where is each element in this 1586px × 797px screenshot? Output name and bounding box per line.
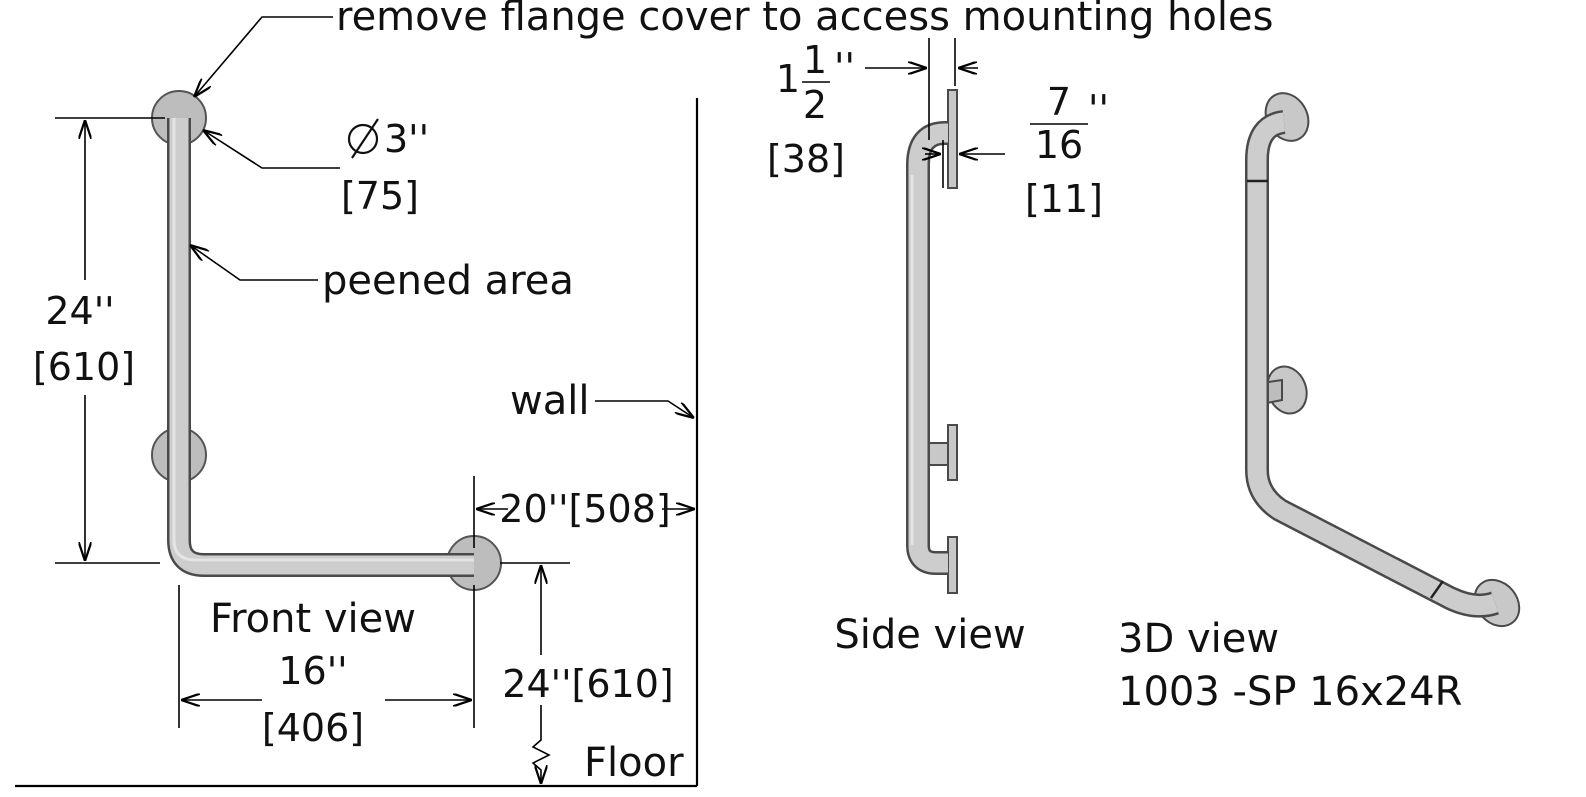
3d-view-title: 3D view xyxy=(1118,616,1279,662)
tube-mm: [38] xyxy=(767,137,845,181)
clearance-numerator: 7 xyxy=(1047,80,1071,124)
clearance-unit: '' xyxy=(1088,87,1109,131)
diameter-mm: [75] xyxy=(341,174,419,218)
diameter-symbol xyxy=(347,118,379,159)
height-inches: 24'' xyxy=(45,289,114,333)
3d-view: 3D view 1003 -SP 16x24R xyxy=(1118,92,1521,715)
tube-denominator: 2 xyxy=(803,83,827,127)
3d-bar-outline xyxy=(1245,110,1499,618)
flange-note: remove flange cover to access mounting h… xyxy=(336,0,1273,40)
floor-label: Floor xyxy=(584,740,684,786)
grab-bar xyxy=(169,118,474,575)
height-mm: [610] xyxy=(33,345,135,389)
grab-bar-outline xyxy=(167,118,474,577)
wall-offset-dimension: 20''[508] xyxy=(499,487,670,531)
tube-unit: '' xyxy=(834,45,855,89)
side-view-title: Side view xyxy=(834,612,1025,658)
floor-height-dimension: 24''[610] xyxy=(502,662,673,706)
width-mm: [406] xyxy=(262,706,364,750)
side-bar xyxy=(908,123,955,573)
side-view: 1 1 2 '' [38] 7 16 '' [11] Side view xyxy=(767,38,1109,658)
flange-note-leader xyxy=(194,16,333,97)
side-middle-flange xyxy=(947,424,958,481)
model-number: 1003 -SP 16x24R xyxy=(1118,669,1462,715)
diameter-inches: 3'' xyxy=(384,117,429,161)
tube-whole: 1 xyxy=(776,57,800,101)
front-view: 24'' [610] Front view 16'' [406] 20''[50… xyxy=(15,0,1273,788)
front-view-title: Front view xyxy=(210,596,416,642)
clearance-denominator: 16 xyxy=(1035,123,1083,167)
3d-bar xyxy=(1247,112,1499,616)
peened-area-label: peened area xyxy=(322,258,574,304)
side-top-flange xyxy=(947,89,958,189)
tube-numerator: 1 xyxy=(803,38,827,82)
clearance-mm: [11] xyxy=(1025,177,1103,221)
width-inches: 16'' xyxy=(278,649,347,693)
side-bottom-flange xyxy=(947,536,958,594)
wall-label: wall xyxy=(510,378,589,424)
